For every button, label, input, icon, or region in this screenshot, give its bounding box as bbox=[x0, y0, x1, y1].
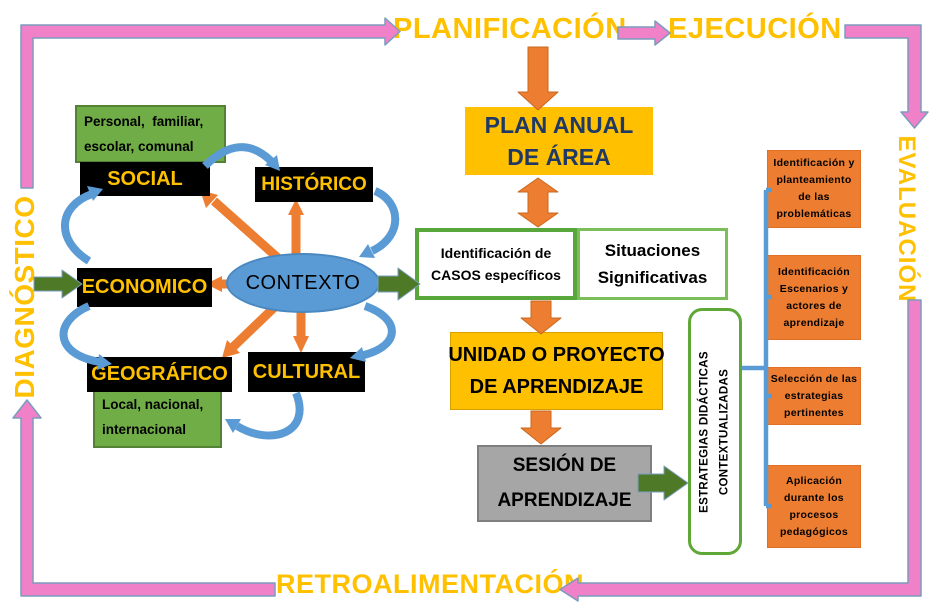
etapa-aplicacion-box: Aplicación durante los procesos pedagógi… bbox=[767, 465, 861, 548]
unidad-proyecto-box: UNIDAD O PROYECTO DE APRENDIZAJE bbox=[448, 332, 665, 410]
plan-anual-box: PLAN ANUAL DE ÁREA bbox=[465, 107, 653, 175]
etapa-problematicas-box: Identificación y planteamiento de las pr… bbox=[767, 150, 861, 228]
etapa-seleccion-box: Selección de las estrategias pertinentes bbox=[767, 367, 861, 425]
arc-historico-to-contexto bbox=[370, 187, 400, 255]
arc-contexto-to-cultural bbox=[362, 302, 396, 359]
situaciones-significativas-box: Situaciones Significativas bbox=[577, 228, 728, 300]
planificacion-label: PLANIFICACIÓN bbox=[393, 13, 627, 45]
ejecucion-label: EJECUCIÓN bbox=[668, 13, 842, 45]
arrow-plan-anual-to-casos-double bbox=[517, 177, 559, 228]
factor-economico-box: ECONOMICO bbox=[77, 268, 212, 307]
contexto-ellipse: CONTEXTO bbox=[226, 253, 380, 313]
ambito-social-box: Personal, familiar, escolar, comunal bbox=[75, 105, 226, 163]
arc-economico-to-geografico bbox=[59, 302, 101, 366]
estrategias-didacticas-box: ESTRATEGIAS DIDÁCTICAS CONTEXTUALIZADAS bbox=[688, 308, 742, 555]
ambito-geografico-box: Local, nacional, internacional bbox=[93, 388, 222, 448]
etapa-escenarios-box: Identificación Escenarios y actores de a… bbox=[767, 255, 861, 340]
arrow-casos-to-unidad bbox=[520, 300, 562, 335]
arc-head-contexto bbox=[359, 244, 375, 258]
sesion-aprendizaje-box: SESIÓN DE APRENDIZAJE bbox=[477, 445, 652, 522]
arrow-contexto-to-casos bbox=[377, 267, 421, 301]
arrow-unidad-to-sesion bbox=[520, 410, 562, 445]
factor-historico-box: HISTÓRICO bbox=[255, 167, 373, 202]
ray-head-cultural bbox=[293, 336, 309, 353]
arrow-planificacion-to-plan-anual bbox=[517, 46, 559, 111]
factor-social-box: SOCIAL bbox=[80, 162, 210, 196]
bracket-estrategias-to-etapas bbox=[742, 187, 772, 509]
pink-arrow-ejecucion-to-evaluacion bbox=[844, 24, 929, 129]
evaluacion-label: EVALUACIÓN bbox=[893, 135, 920, 303]
factor-geografico-box: GEOGRÁFICO bbox=[87, 357, 232, 392]
retroalimentacion-label: RETROALIMENTACIÓN bbox=[276, 569, 584, 599]
arc-economico-to-social bbox=[61, 190, 94, 265]
diagnostico-label: DIAGNÓSTICO bbox=[9, 195, 40, 399]
factor-cultural-box: CULTURAL bbox=[248, 352, 365, 392]
arc-head-ambito bbox=[225, 419, 241, 433]
identificacion-casos-box: Identificación de CASOS específicos bbox=[415, 228, 577, 300]
ray-head-geografico bbox=[222, 340, 240, 358]
arc-cultural-to-ambito bbox=[234, 391, 304, 440]
estrategias-didacticas-label: ESTRATEGIAS DIDÁCTICAS CONTEXTUALIZADAS bbox=[698, 350, 730, 513]
